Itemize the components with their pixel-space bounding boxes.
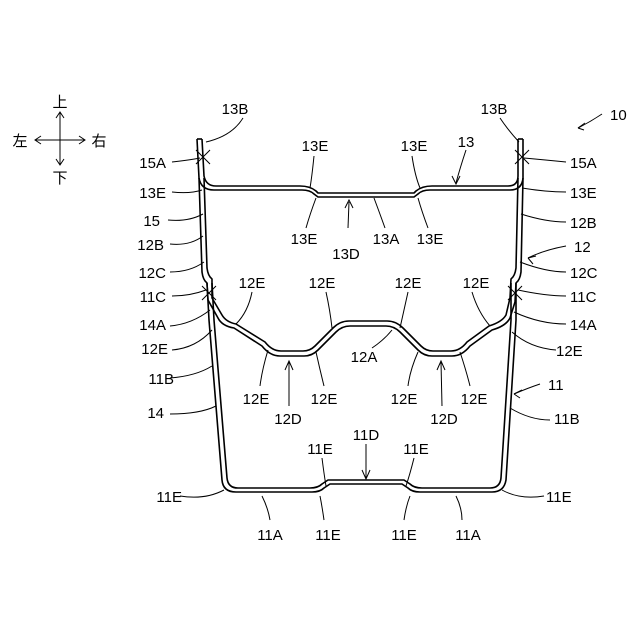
label-13E-top-2: 13E: [401, 138, 428, 155]
label-12B-right: 12B: [570, 215, 597, 232]
label-11E-bottom-2: 11E: [391, 527, 417, 544]
label-12A: 12A: [351, 349, 378, 366]
label-12: 12: [574, 239, 591, 256]
leader-lines: [168, 114, 602, 520]
label-12E-mid-left: 12E: [141, 341, 168, 358]
label-12D-left: 12D: [274, 411, 302, 428]
label-14: 14: [147, 405, 164, 422]
direction-right: 右: [91, 132, 106, 150]
label-14A-right: 14A: [570, 317, 597, 334]
label-11: 11: [548, 377, 564, 394]
label-15A-left: 15A: [139, 155, 166, 172]
label-12C-left: 12C: [138, 265, 166, 282]
label-12E-bottom-2: 12E: [311, 391, 338, 408]
label-13E-left: 13E: [139, 185, 166, 202]
label-11E-top-1: 11E: [307, 441, 333, 458]
label-15A-right: 15A: [570, 155, 597, 172]
label-13A: 13A: [373, 231, 400, 248]
label-12E-bottom-1: 12E: [243, 391, 270, 408]
label-14A-left: 14A: [139, 317, 166, 334]
label-10: 10: [610, 107, 627, 124]
lower-member-11: [207, 283, 516, 492]
label-13D: 13D: [332, 246, 360, 263]
label-13B-left: 13B: [222, 101, 249, 118]
label-12E-bottom-3: 12E: [391, 391, 418, 408]
label-12D-right: 12D: [430, 411, 458, 428]
reference-labels: 10 13B 13B 13 13E 13E 15A 15A 13E 13E 15…: [137, 101, 626, 544]
label-11B-left: 11B: [148, 371, 174, 388]
middle-member-12: [199, 178, 523, 356]
direction-indicator: 上 下 左 右: [12, 93, 106, 187]
direction-down: 下: [52, 169, 67, 187]
label-15: 15: [143, 213, 160, 230]
label-12E-top-2: 12E: [309, 275, 336, 292]
label-12E-mid-right: 12E: [556, 343, 583, 360]
label-13B-right: 13B: [481, 101, 508, 118]
label-11A-right: 11A: [455, 527, 481, 544]
label-11C-left: 11C: [140, 289, 167, 306]
label-11A-left: 11A: [257, 527, 283, 544]
label-12B-left: 12B: [137, 237, 164, 254]
label-12C-right: 12C: [570, 265, 598, 282]
label-13E-right: 13E: [570, 185, 597, 202]
label-13E-bottom-1: 13E: [291, 231, 318, 248]
label-13: 13: [458, 134, 475, 151]
label-12E-top-3: 12E: [395, 275, 422, 292]
label-12E-bottom-4: 12E: [461, 391, 488, 408]
label-11C-right: 11C: [570, 289, 597, 306]
direction-up: 上: [52, 93, 67, 111]
label-12E-top-4: 12E: [463, 275, 490, 292]
label-11B-right: 11B: [554, 411, 580, 428]
label-12E-top-1: 12E: [239, 275, 266, 292]
direction-left: 左: [12, 132, 27, 150]
label-11E-bottom-1: 11E: [315, 527, 341, 544]
label-13E-bottom-2: 13E: [417, 231, 444, 248]
label-11E-bottom-right: 11E: [546, 489, 572, 506]
label-11E-bottom-left: 11E: [156, 489, 182, 506]
label-11D: 11D: [353, 427, 380, 444]
label-11E-top-2: 11E: [403, 441, 429, 458]
label-13E-top-1: 13E: [302, 138, 329, 155]
